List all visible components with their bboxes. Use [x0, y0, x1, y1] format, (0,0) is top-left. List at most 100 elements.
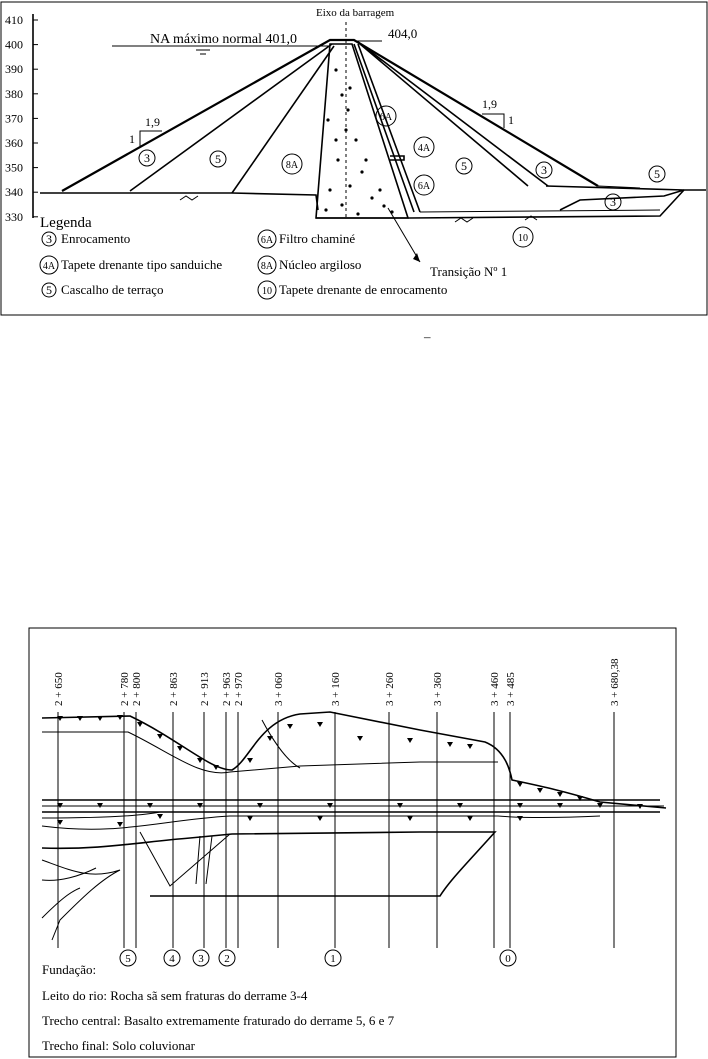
core-dot: [356, 212, 360, 216]
slope-tick: [177, 746, 183, 751]
slope-left-triangle: [139, 130, 162, 146]
legend-code: 8A: [261, 261, 274, 272]
legend-code: 4A: [43, 261, 56, 272]
elevation-tick-label: 330: [5, 210, 23, 224]
core-dot: [326, 118, 330, 122]
drain-blanket-10: [419, 209, 661, 213]
zone-label: 6A: [418, 181, 431, 192]
elevation-tick-label: 360: [5, 136, 23, 150]
elevation-tick-label: 350: [5, 161, 23, 175]
legend-text: Filtro chaminé: [279, 231, 355, 246]
plan-frame: [28, 627, 677, 1058]
slope-tick: [407, 738, 413, 743]
upstream-berm-outline: [42, 731, 498, 774]
slope-tick: [197, 758, 203, 763]
dam-axis-label: Eixo da barragem: [316, 7, 395, 19]
elevation-tick-label: 410: [5, 13, 23, 27]
core-dot: [348, 86, 352, 90]
station-label: 3 + 260: [384, 672, 396, 706]
zone-circle: [281, 153, 303, 175]
foundation-line-1: Leito do rio: Rocha sã sem fraturas do d…: [42, 988, 308, 1003]
slope-tick: [77, 716, 83, 721]
legend-text: Tapete drenante tipo sanduiche: [61, 257, 222, 272]
core-dots: [324, 68, 394, 216]
zone-circle: [138, 149, 156, 167]
foundation-line-2: Trecho central: Basalto extremamente fra…: [42, 1013, 395, 1028]
slope-tick: [557, 803, 563, 808]
slope-tick: [137, 722, 143, 727]
slope-right-v: 1: [508, 113, 514, 127]
zone-circle: [604, 193, 622, 211]
core-dot: [340, 203, 344, 207]
core-dot: [334, 138, 338, 142]
section-marker-circle: [163, 949, 181, 967]
station-label: 3 + 060: [273, 672, 285, 706]
slope-tick: [267, 736, 273, 741]
zone-label: 8A: [286, 160, 299, 171]
slope-tick: [57, 803, 63, 808]
slope-tick: [117, 715, 123, 720]
slope-tick: [257, 803, 263, 808]
berm-drains: [195, 835, 213, 885]
zone-line-down-2: [357, 41, 549, 187]
slope-tick: [213, 765, 219, 770]
station-label: 3 + 680,38: [609, 658, 621, 706]
zone-label: 6A: [380, 112, 393, 123]
transition-arrow-line: [387, 207, 421, 263]
legend-text: Tapete drenante de enrocamento: [279, 282, 447, 297]
slope-tick: [97, 803, 103, 808]
slope-tick: [557, 792, 563, 797]
legend-text: Enrocamento: [61, 231, 130, 246]
station-label: 2 + 780: [119, 672, 131, 706]
slope-tick: [517, 782, 523, 787]
core-dot: [348, 184, 352, 188]
foundation-title: Fundação:: [42, 962, 96, 977]
station-label: 3 + 485: [505, 672, 517, 706]
section-marker-circle: [218, 949, 236, 967]
station-label: 3 + 460: [489, 672, 501, 706]
core-dot: [336, 158, 340, 162]
zone-label: 3: [610, 195, 616, 209]
zone-label: 10: [518, 233, 528, 244]
upstream-inner-curve: [261, 719, 301, 769]
legend-code: 6A: [261, 235, 274, 246]
slope-tick: [467, 816, 473, 821]
water-level-symbol: [196, 49, 210, 55]
transition-label: Transição Nº 1: [430, 264, 507, 279]
legend-code: 10: [262, 286, 272, 297]
zone-label: 5: [654, 167, 660, 181]
slope-tick: [577, 796, 583, 801]
slope-tick: [517, 816, 523, 821]
core-dot: [370, 196, 374, 200]
downstream-berm-lines: [139, 831, 231, 887]
legend-code-circle: [39, 255, 59, 275]
slope-tick: [467, 744, 473, 749]
slope-left-h: 1,9: [145, 115, 160, 129]
core-dot: [344, 128, 348, 132]
station-label: 3 + 160: [330, 672, 342, 706]
zone-line-down-1: [359, 43, 529, 187]
slope-tick: [157, 734, 163, 739]
zone-circle: [413, 174, 435, 196]
transition-arrowhead: [413, 253, 420, 262]
slope-tick: [537, 788, 543, 793]
section-marker-circle: [119, 949, 137, 967]
station-label: 2 + 963: [221, 672, 233, 706]
section-marker-label: 1: [330, 953, 336, 965]
section-marker-label: 4: [169, 953, 175, 965]
slope-tick: [597, 803, 603, 808]
core-dot: [354, 138, 358, 142]
slope-tick: [327, 803, 333, 808]
slope-tick: [247, 758, 253, 763]
chimney-filter-line-2: [357, 43, 421, 213]
section-marker-label: 2: [224, 953, 230, 965]
legend-text: Núcleo argiloso: [279, 257, 361, 272]
downstream-outline: [41, 831, 497, 897]
zone-line-up-2: [231, 45, 335, 194]
chimney-filter-line-1: [353, 43, 415, 213]
slope-tick: [407, 816, 413, 821]
station-label: 2 + 913: [199, 672, 211, 706]
